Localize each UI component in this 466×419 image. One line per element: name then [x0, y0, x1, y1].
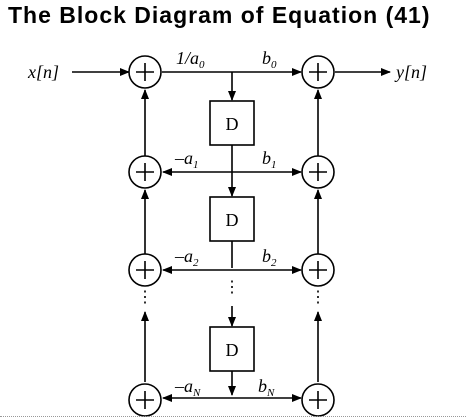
delay-label-2: D — [226, 210, 239, 230]
plus-symbol-right-2 — [309, 261, 327, 279]
coef-b1: b1 — [262, 148, 277, 171]
delay-box-1 — [209, 100, 255, 146]
plus-symbol-right-0 — [309, 63, 327, 81]
coef-bn: bN — [258, 376, 275, 399]
plus-symbol-left-2 — [136, 261, 154, 279]
plus-symbol-left-0 — [136, 63, 154, 81]
input-label: x[n] — [27, 62, 59, 82]
delay-box-n — [209, 326, 255, 372]
plus-symbol-left-1 — [136, 163, 154, 181]
bottom-divider — [0, 416, 466, 417]
continuation-dots-left: ⋮ — [137, 289, 153, 306]
plus-symbol-right-n — [309, 391, 327, 409]
coef-a2: –a2 — [174, 246, 199, 269]
delay-label-n: D — [226, 340, 239, 360]
plus-symbol-left-n — [136, 391, 154, 409]
coef-an: –aN — [174, 376, 201, 399]
coef-b0: b0 — [262, 48, 277, 71]
coef-b2: b2 — [262, 246, 277, 269]
delay-box-2 — [209, 196, 255, 242]
diagram-title: The Block Diagram of Equation (41) — [8, 2, 431, 28]
delay-label-1: D — [226, 114, 239, 134]
coef-a1: –a1 — [174, 148, 199, 171]
output-label: y[n] — [394, 62, 427, 82]
coef-inv-a0: 1/a0 — [176, 48, 205, 71]
continuation-dots-center: ⋮ — [224, 279, 240, 296]
plus-symbol-right-1 — [309, 163, 327, 181]
continuation-dots-right: ⋮ — [310, 289, 326, 306]
